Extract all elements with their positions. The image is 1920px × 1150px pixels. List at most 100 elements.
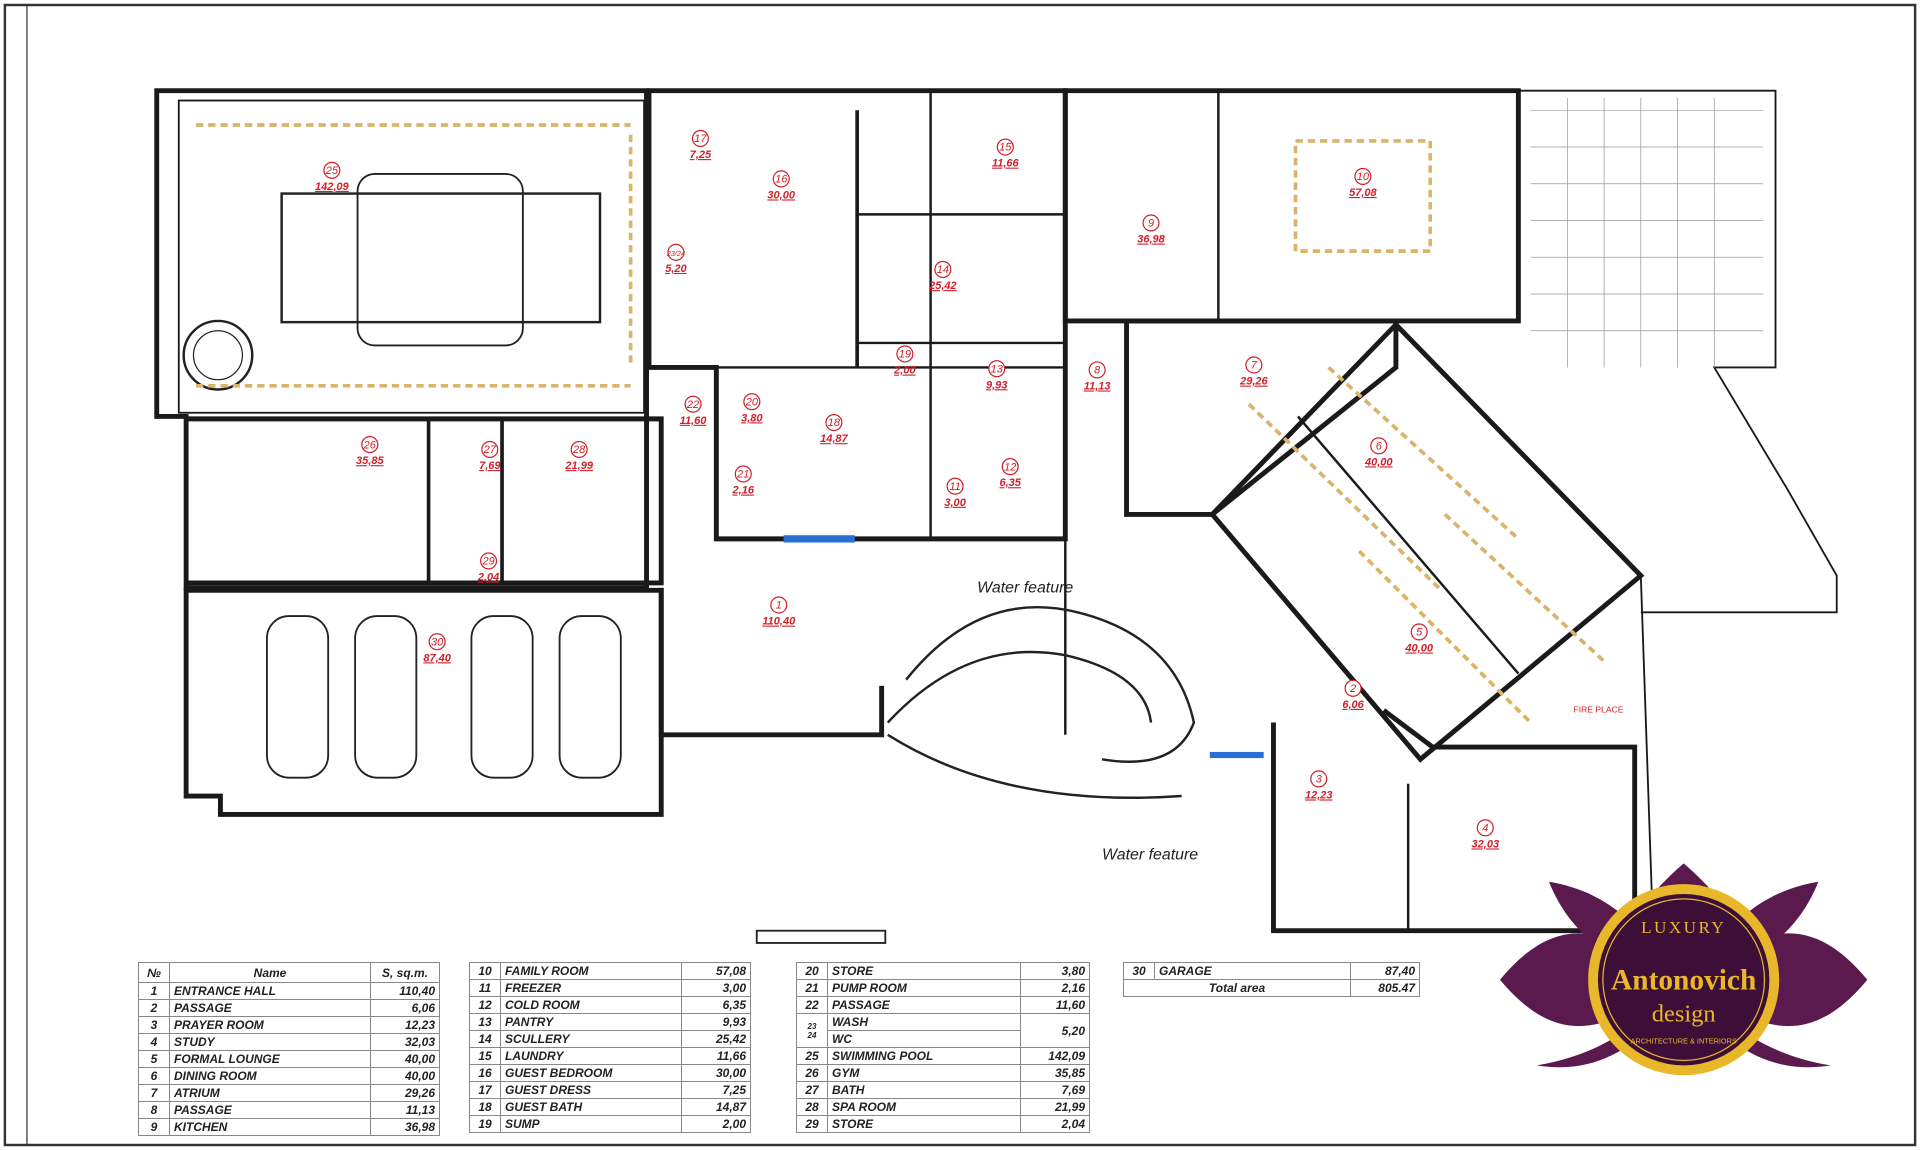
room-no: 24 xyxy=(807,1030,817,1040)
cars xyxy=(266,615,622,779)
room-name: FREEZER xyxy=(500,979,682,997)
room-number: 15 xyxy=(999,142,1012,154)
room-number: 22 xyxy=(686,399,699,411)
room-name: ENTRANCE HALL xyxy=(169,982,371,1000)
logo-name-text: Antonovich xyxy=(1611,964,1756,996)
room-no: 18 xyxy=(469,1098,501,1116)
room-area-label: 30,00 xyxy=(767,189,795,201)
room-tag-circle xyxy=(691,129,709,148)
room-no: 11 xyxy=(469,979,501,997)
room-name: PRAYER ROOM xyxy=(169,1016,371,1034)
room-area: 142,09 xyxy=(1020,1047,1090,1065)
fire-place-label: FIRE PLACE xyxy=(1573,705,1623,715)
room-number: 28 xyxy=(572,444,586,456)
room-tag-circle xyxy=(772,170,790,188)
room-tag-circle xyxy=(1245,356,1263,374)
room-area: 3,00 xyxy=(681,979,751,997)
ornamental-borders xyxy=(195,123,1606,724)
room-tag-circle xyxy=(323,161,341,179)
room-area-label: 32,03 xyxy=(1472,838,1500,850)
room-tag-circle xyxy=(988,360,1006,378)
room-area: 29,26 xyxy=(370,1084,440,1102)
room-no: 17 xyxy=(469,1081,501,1099)
room-area: 12,23 xyxy=(370,1016,440,1034)
room-tag-circle xyxy=(1088,361,1106,379)
room-tag-circle xyxy=(667,243,685,261)
room-area: 3,80 xyxy=(1020,962,1090,980)
room-tag-27: 277,69 xyxy=(479,440,501,472)
room-area: 2,00 xyxy=(681,1115,751,1133)
room-area-label: 11,13 xyxy=(1084,380,1111,392)
room-name: PASSAGE xyxy=(169,1101,371,1119)
room-number: 7 xyxy=(1251,360,1258,372)
room-no: 16 xyxy=(469,1064,501,1082)
room-number: 10 xyxy=(1357,171,1370,183)
logo-tagline: ARCHITECTURE & INTERIORS xyxy=(1631,1036,1737,1045)
room-name: LAUNDRY xyxy=(500,1047,682,1065)
room-name: PASSAGE xyxy=(169,999,371,1017)
room-tag-21: 212,16 xyxy=(732,465,755,497)
room-tag-circle xyxy=(684,395,702,413)
room-area: 9,93 xyxy=(681,1013,751,1031)
room-area-label: 29,26 xyxy=(1239,376,1268,388)
room-tag-circle xyxy=(1310,770,1328,788)
room-tags: 1110,4026,06312,23432,03540,00640,00729,… xyxy=(315,129,1500,850)
room-name: WASH xyxy=(827,1013,1021,1031)
room-number: 4 xyxy=(1482,823,1488,835)
room-no: 26 xyxy=(796,1064,828,1082)
room-area: 11,66 xyxy=(681,1047,751,1065)
room-no: 8 xyxy=(138,1101,170,1119)
room-area: 7,25 xyxy=(681,1081,751,1099)
room-area: 6,06 xyxy=(370,999,440,1017)
room-area-label: 2,04 xyxy=(477,572,499,584)
header-name: Name xyxy=(169,962,371,983)
room-area-label: 7,69 xyxy=(479,460,501,472)
room-number: 27 xyxy=(483,444,497,456)
room-tag-29: 292,04 xyxy=(477,552,499,584)
room-no: 15 xyxy=(469,1047,501,1065)
room-name: DINING ROOM xyxy=(169,1067,371,1085)
room-tag-circle xyxy=(480,552,498,570)
room-tag-11: 113,00 xyxy=(944,477,967,509)
room-name: PANTRY xyxy=(500,1013,682,1031)
sheet-border xyxy=(3,3,1917,1147)
room-no: 6 xyxy=(138,1067,170,1085)
room-tag-circle xyxy=(1410,623,1428,641)
room-area-label: 3,80 xyxy=(741,412,763,424)
room-tag-circle xyxy=(946,477,964,495)
room-area-label: 2,00 xyxy=(893,365,916,377)
room-tag-12: 126,35 xyxy=(999,458,1022,489)
room-area: 25,42 xyxy=(681,1030,751,1048)
room-name: BATH xyxy=(827,1081,1021,1099)
room-no: 19 xyxy=(469,1115,501,1133)
room-number: 12 xyxy=(1004,461,1016,473)
